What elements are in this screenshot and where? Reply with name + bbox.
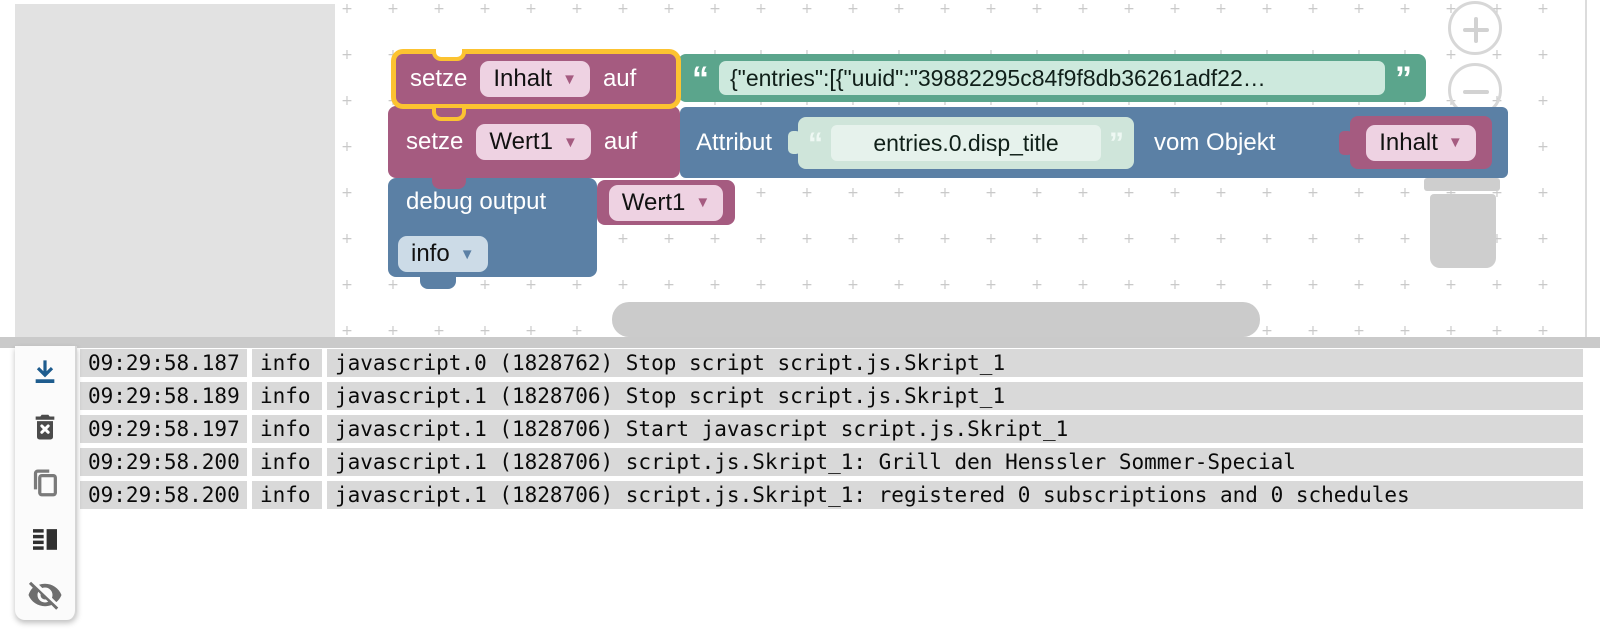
- block-bottom-bump: [432, 108, 466, 121]
- copy-log-button[interactable]: [25, 464, 65, 502]
- block-get-attribute[interactable]: Attribut “ entries.0.disp_title ” vom Ob…: [680, 107, 1508, 178]
- minus-icon: [1463, 90, 1489, 94]
- open-quote-icon: “: [808, 126, 824, 160]
- chevron-down-icon: ▼: [1447, 134, 1463, 151]
- variable-dropdown-wert1-2[interactable]: Wert1 ▼: [608, 184, 724, 221]
- workspace-right-border: [1585, 0, 1587, 337]
- log-level-dropdown[interactable]: info ▼: [398, 236, 488, 272]
- hide-log-button[interactable]: [25, 576, 65, 614]
- block-variable-inhalt[interactable]: Inhalt ▼: [1339, 116, 1492, 169]
- eye-off-icon: [28, 581, 62, 610]
- trash-x-icon: [35, 414, 55, 440]
- log-message: javascript.0 (1828762) Stop script scrip…: [327, 349, 1583, 377]
- attribute-path-field[interactable]: entries.0.disp_title: [831, 124, 1102, 161]
- workspace-log-divider: [0, 337, 1600, 348]
- copy-icon: [33, 469, 57, 497]
- log-message: javascript.1 (1828706) script.js.Skript_…: [327, 448, 1583, 476]
- chevron-down-icon: ▼: [562, 133, 578, 151]
- close-quote-icon: ”: [1109, 126, 1125, 160]
- block-bottom-bump: [420, 277, 456, 289]
- block-keyword: auf: [603, 128, 638, 155]
- block-set-variable-wert1[interactable]: setze Wert1 ▼ auf: [388, 106, 680, 178]
- variable-dropdown-wert1[interactable]: Wert1 ▼: [476, 124, 591, 160]
- chevron-down-icon: ▼: [562, 70, 577, 88]
- log-level: info: [252, 382, 322, 410]
- block-keyword: setze: [406, 128, 464, 155]
- log-toolbar: [15, 346, 77, 620]
- toolbox-panel[interactable]: [15, 4, 335, 337]
- block-variable-wert1[interactable]: Wert1 ▼: [597, 180, 735, 225]
- block-keyword: debug output: [406, 188, 547, 215]
- log-message: javascript.1 (1828706) Stop script scrip…: [327, 382, 1583, 410]
- block-keyword: auf: [602, 65, 637, 92]
- close-quote-icon: ”: [1395, 60, 1412, 98]
- variable-dropdown-inhalt-2[interactable]: Inhalt ▼: [1366, 124, 1476, 161]
- chevron-down-icon: ▼: [459, 245, 475, 263]
- log-time: 09:29:58.187: [80, 349, 247, 377]
- log-time: 09:29:58.197: [80, 415, 247, 443]
- block-bottom-bump: [432, 178, 466, 189]
- connector-tab: [1339, 131, 1353, 155]
- log-time: 09:29:58.200: [80, 448, 247, 476]
- clear-log-button[interactable]: [25, 408, 65, 446]
- block-debug-output[interactable]: debug output info ▼: [388, 178, 597, 277]
- block-string-json[interactable]: “ {"entries":[{"uuid":"39882295c84f9f8db…: [678, 54, 1426, 102]
- log-time: 09:29:58.189: [80, 382, 247, 410]
- block-keyword: vom Objekt: [1154, 128, 1276, 156]
- blockly-workspace[interactable]: ++++++++++++++++++++++++++++++++++++++++…: [0, 0, 1600, 338]
- list-columns-icon: [33, 529, 57, 550]
- block-attribute-path-string[interactable]: “ entries.0.disp_title ”: [788, 116, 1135, 169]
- block-keyword: setze: [410, 65, 468, 92]
- variable-dropdown-inhalt[interactable]: Inhalt ▼: [480, 61, 590, 97]
- log-columns-button[interactable]: [25, 520, 65, 558]
- download-icon: [35, 360, 55, 383]
- log-time: 09:29:58.200: [80, 481, 247, 509]
- zoom-in-button[interactable]: [1448, 1, 1502, 55]
- scroll-to-bottom-button[interactable]: [25, 352, 65, 390]
- connector-tab: [788, 130, 802, 154]
- trash-can-lid[interactable]: [1424, 178, 1500, 191]
- string-value-field[interactable]: {"entries":[{"uuid":"39882295c84f9f8db36…: [719, 61, 1385, 95]
- log-level: info: [252, 448, 322, 476]
- open-quote-icon: “: [692, 60, 709, 98]
- horizontal-scrollbar[interactable]: [612, 302, 1260, 337]
- block-top-notch: [432, 49, 466, 61]
- log-level: info: [252, 415, 322, 443]
- log-level: info: [252, 349, 322, 377]
- log-message: javascript.1 (1828706) script.js.Skript_…: [327, 481, 1583, 509]
- trash-can[interactable]: [1430, 194, 1496, 268]
- block-keyword: Attribut: [696, 128, 773, 156]
- log-message: javascript.1 (1828706) Start javascript …: [327, 415, 1583, 443]
- chevron-down-icon: ▼: [695, 194, 711, 211]
- log-level: info: [252, 481, 322, 509]
